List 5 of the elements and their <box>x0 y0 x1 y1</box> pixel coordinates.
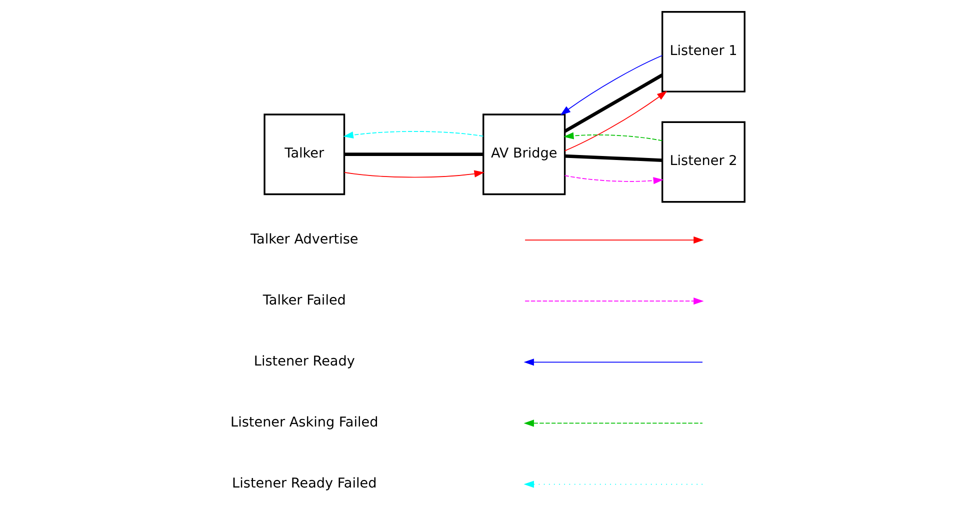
legend-label: Talker Advertise <box>250 231 358 248</box>
legend-label: Listener Asking Failed <box>230 414 378 430</box>
legend-label: Talker Failed <box>262 292 346 308</box>
legend-label: Listener Ready Failed <box>232 476 377 492</box>
legend-label: Listener Ready <box>254 353 355 370</box>
